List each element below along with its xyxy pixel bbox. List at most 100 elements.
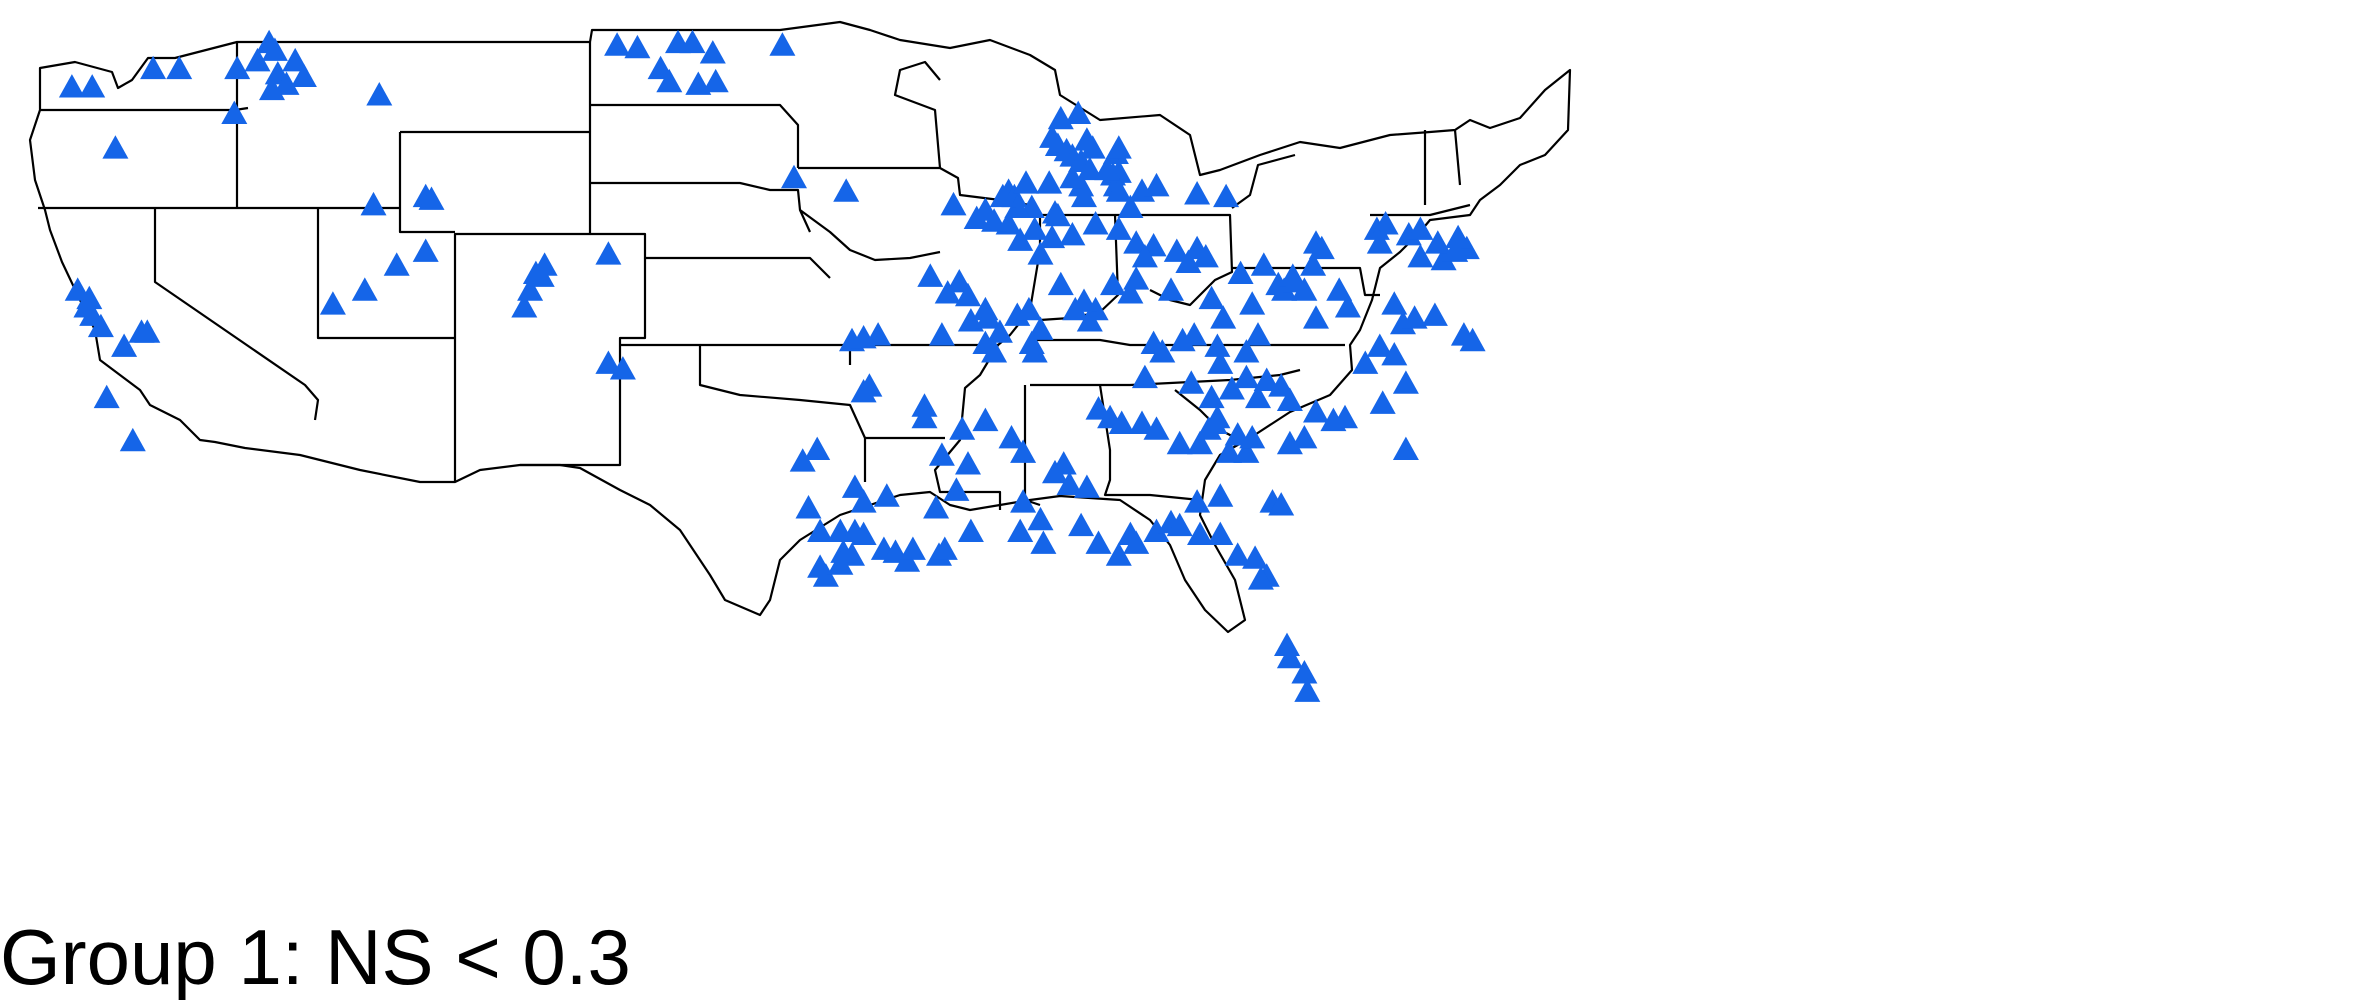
site-marker [1198,285,1225,310]
site-marker [1094,156,1121,181]
site-marker [1407,216,1434,240]
site-marker [609,356,636,380]
site-marker [1250,252,1277,276]
site-marker [1105,216,1132,240]
site-marker [946,268,973,293]
site-marker [1207,350,1234,374]
site-marker [58,74,85,98]
site-marker [1303,399,1329,423]
site-marker [1021,216,1048,240]
site-marker [972,330,999,355]
site-marker [1213,183,1240,208]
site-marker [1056,471,1083,495]
site-marker [1042,459,1068,484]
site-marker [1068,512,1095,537]
site-marker [1015,296,1042,321]
site-marker [685,71,712,95]
site-marker [1247,566,1274,590]
site-marker [1401,305,1428,329]
site-marker [1076,156,1103,181]
site-marker [93,384,120,409]
site-marker [827,551,854,575]
site-marker [1407,244,1434,268]
site-marker [975,305,1002,329]
site-marker [934,280,961,304]
site-marker [957,518,984,543]
site-marker [804,436,831,460]
site-marker [1392,436,1419,460]
site-marker [1372,211,1399,235]
site-marker [1073,474,1100,498]
site-marker [1233,364,1260,389]
site-marker [923,495,950,519]
site-marker [989,183,1016,208]
site-marker [1224,542,1251,566]
site-marker [1076,308,1103,332]
site-marker [830,539,857,563]
site-marker [911,404,938,429]
site-marker [1010,439,1037,463]
site-marker [1169,327,1196,352]
site-marker [998,425,1025,449]
site-marker [511,294,538,318]
site-marker [1239,291,1266,315]
site-marker [949,416,976,440]
site-marker [702,68,729,93]
site-marker [224,55,251,80]
site-marker [1166,430,1193,455]
site-marker [1108,410,1135,434]
site-marker [1459,327,1486,352]
site-marker [679,29,706,54]
site-marker [1442,238,1469,262]
site-marker [1166,512,1193,537]
site-marker [134,319,161,343]
site-marker [833,178,860,202]
site-marker [1334,294,1361,318]
state-boundaries [28,20,1572,634]
site-marker [1392,370,1419,394]
site-marker [807,518,834,543]
site-marker [517,277,544,301]
site-marker [928,442,955,466]
site-marker [1366,230,1393,254]
site-marker [1027,241,1054,265]
site-marker [1276,430,1303,455]
site-marker [1163,238,1190,262]
site-marker [221,100,248,124]
site-marker [1007,518,1034,543]
site-marker [1123,230,1150,254]
site-marker [87,313,114,338]
site-marker [1326,277,1353,301]
site-marker [1021,339,1048,363]
site-marker [1227,260,1254,285]
site-marker [769,32,796,56]
site-marker [360,191,387,216]
site-marker [1424,230,1451,254]
site-marker [111,333,138,357]
site-marker [1268,492,1295,516]
site-marker [595,241,622,265]
site-marker [1291,425,1318,449]
site-marker [1233,339,1260,363]
site-marker [1013,170,1039,194]
site-marker [1117,521,1144,546]
site-marker [624,34,651,59]
site-marker [1276,387,1303,411]
site-marker [261,37,288,61]
site-marker [1143,172,1170,197]
site-marker [928,322,955,346]
site-marker [1059,222,1086,246]
site-marker [595,350,622,374]
site-marker [1239,425,1266,449]
site-marker [1184,181,1211,205]
site-marker [1320,407,1347,432]
site-marker [1308,235,1335,260]
site-marker [1027,316,1054,340]
site-marker [1007,227,1034,251]
site-marker [1291,277,1318,301]
site-marker [1062,296,1089,321]
site-marker [899,536,926,560]
site-marker [1366,333,1393,357]
site-marker [1047,271,1074,296]
site-marker [1207,521,1234,546]
